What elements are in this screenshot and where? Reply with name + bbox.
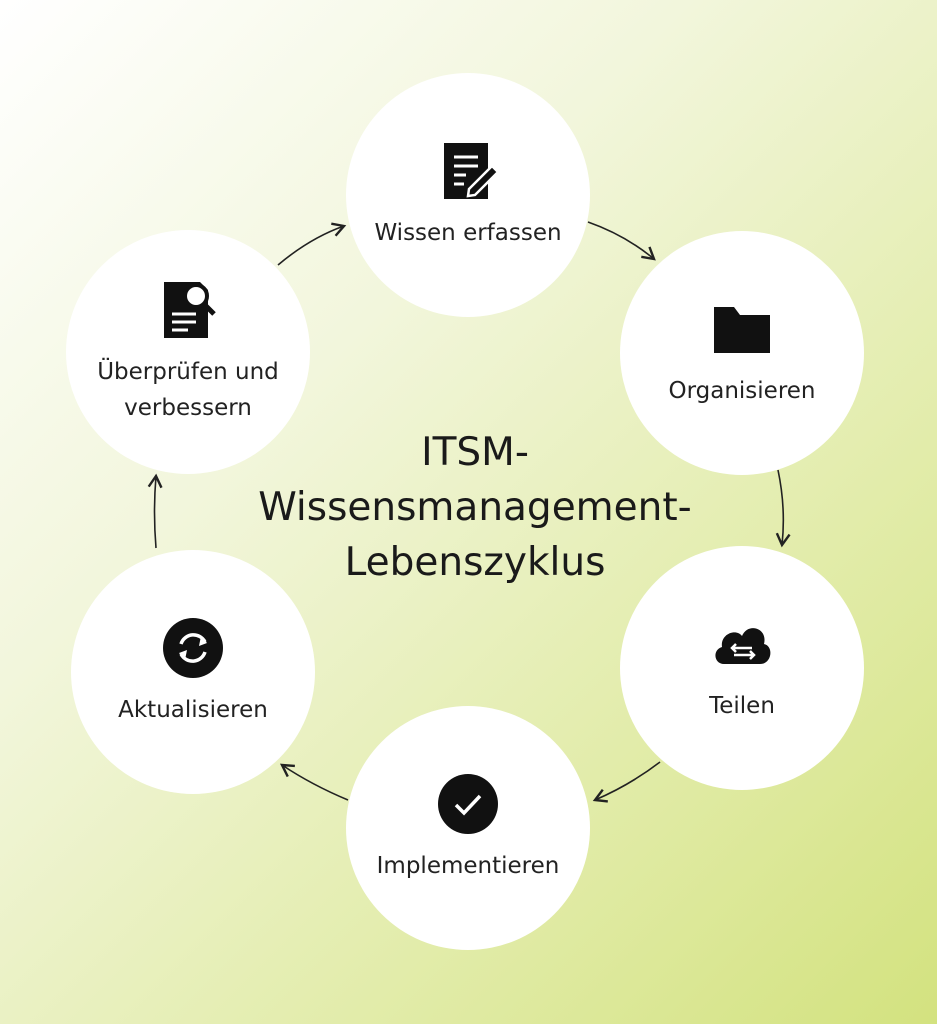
step-label: Implementieren <box>376 853 560 879</box>
title-line: ITSM- <box>421 430 529 475</box>
check-circle-icon <box>438 774 498 834</box>
step-label-line2: verbessern <box>124 395 252 421</box>
arrow-1 <box>277 222 347 266</box>
arrow-2 <box>587 221 656 261</box>
refresh-icon <box>163 618 223 678</box>
step-teilen: Teilen <box>620 546 864 790</box>
arrow-5 <box>279 763 349 801</box>
arrow-4 <box>592 761 661 803</box>
step-implementieren: Implementieren <box>346 706 590 950</box>
document-search-icon <box>164 282 216 338</box>
step-label: Organisieren <box>668 378 816 404</box>
step-wissen-erfassen: Wissen erfassen <box>346 73 590 317</box>
arrow-6 <box>147 473 163 549</box>
document-edit-icon <box>444 143 500 199</box>
step-label: Wissen erfassen <box>374 220 562 246</box>
arrow-3 <box>775 469 791 548</box>
title-line: Lebenszyklus <box>344 540 606 585</box>
step-organisieren: Organisieren <box>620 231 864 475</box>
title-line: Wissensmanagement- <box>258 485 692 530</box>
step-label: Teilen <box>709 693 775 719</box>
step-label: Aktualisieren <box>118 697 268 723</box>
step-label: Überprüfen und <box>97 359 279 385</box>
step-ueberpruefen: Überprüfen und verbessern <box>66 230 310 474</box>
step-aktualisieren: Aktualisieren <box>71 550 315 794</box>
folder-icon <box>714 307 770 353</box>
diagram-title: ITSM- Wissensmanagement- Lebenszyklus <box>230 425 720 590</box>
cloud-share-icon <box>715 628 771 664</box>
